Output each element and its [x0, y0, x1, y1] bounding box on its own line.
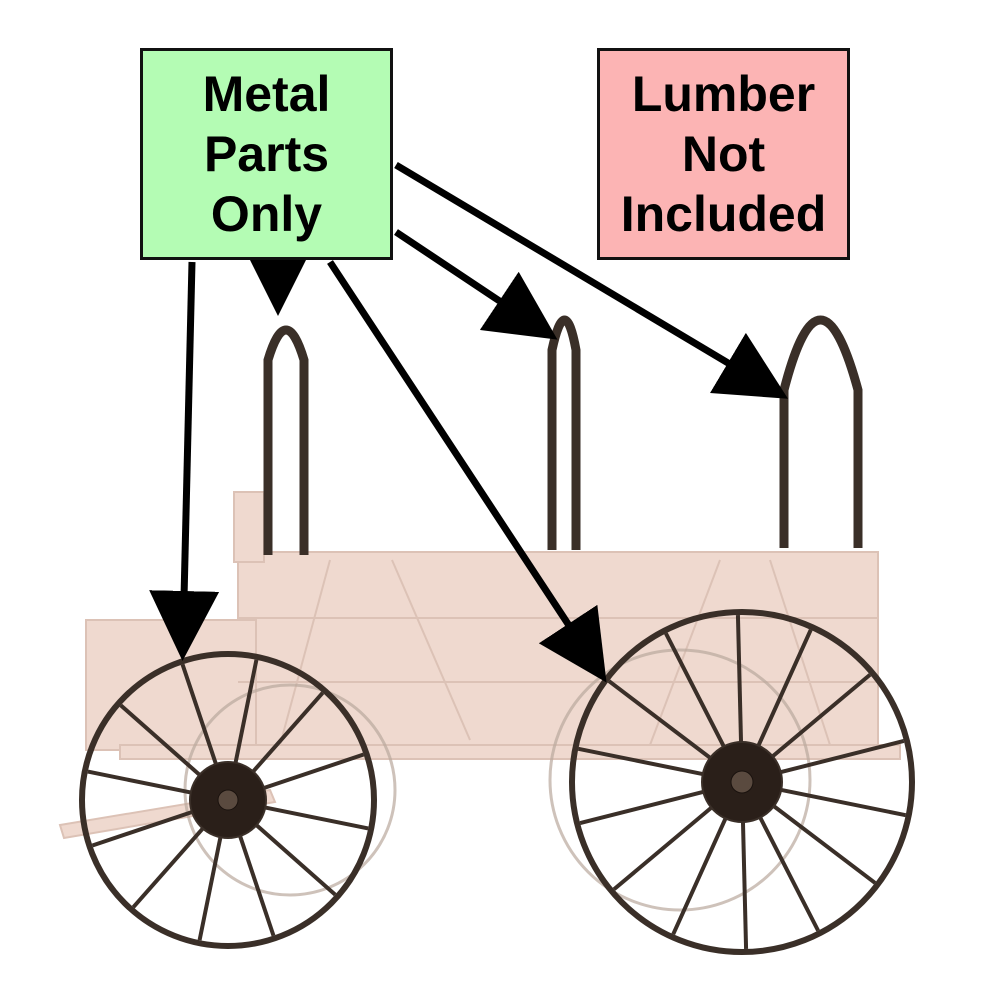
arrow-to-right-wheel	[327, 260, 607, 683]
wheel-spoke	[91, 807, 201, 848]
wheel-spoke	[735, 615, 744, 753]
arrow-to-middle-bow	[394, 229, 558, 340]
lumber-label-line-3: Included	[620, 186, 827, 242]
wheel-spoke	[753, 807, 820, 932]
wheel-spoke	[231, 659, 259, 771]
arrow-to-left-wheel	[149, 261, 220, 661]
metal-label-line-3: Only	[210, 186, 323, 242]
wheel-spoke	[764, 798, 877, 885]
wheel-spoke	[246, 691, 325, 779]
metal-parts-label: Metal Parts Only	[140, 48, 393, 260]
bow-front	[263, 325, 309, 555]
wheel-spoke	[752, 628, 813, 756]
lumber-not-included-label: Lumber Not Included	[597, 48, 850, 260]
lumber-label-line-1: Lumber	[631, 66, 816, 122]
wheel-spoke	[763, 673, 872, 765]
wheel-spoke	[771, 785, 907, 818]
wheel-spoke	[180, 663, 221, 773]
wheel-spoke	[607, 679, 720, 766]
wheel-spoke	[770, 738, 905, 777]
wheel-left	[79, 651, 377, 949]
lumber-label-line-2: Not	[681, 126, 766, 182]
pointer-arrows	[149, 161, 789, 683]
wheel-spoke	[612, 799, 721, 891]
metal-label-line-1: Metal	[202, 66, 331, 122]
bow-rear	[779, 315, 863, 548]
metal-label-line-2: Parts	[203, 126, 330, 182]
wheel-spoke	[671, 808, 732, 936]
bow-middle	[547, 315, 581, 550]
wheel-spoke	[579, 787, 714, 826]
wheel-spoke	[664, 632, 731, 757]
wheel-spoke	[740, 811, 749, 949]
wagon-bows	[263, 315, 863, 555]
arrow-to-rear-bow	[394, 161, 789, 399]
wheel-spoke	[119, 703, 207, 782]
wheel-spoke	[255, 752, 365, 793]
wheel-spoke	[131, 821, 210, 909]
wheel-right	[569, 609, 915, 955]
wheel-spoke	[197, 829, 225, 941]
wheel-spoke	[87, 769, 199, 797]
wheel-spoke	[235, 827, 276, 937]
wheel-spoke	[257, 803, 369, 831]
wheel-spoke	[577, 746, 713, 779]
wheel-spoke	[249, 818, 337, 897]
